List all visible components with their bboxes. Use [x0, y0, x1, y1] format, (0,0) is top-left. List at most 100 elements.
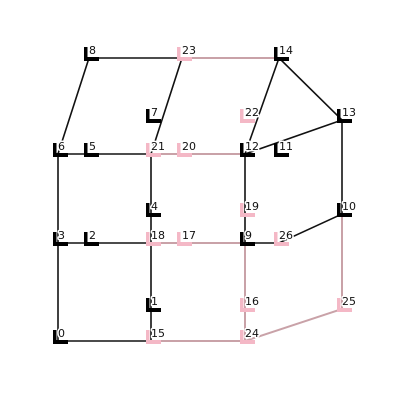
node-22: 22: [240, 105, 261, 123]
node-marker-horizontal: [84, 57, 99, 61]
node-marker-vertical: [84, 232, 88, 246]
node-marker-horizontal: [146, 340, 161, 344]
node-label: 4: [151, 200, 158, 213]
node-marker-vertical: [274, 232, 278, 246]
node-1: 1: [146, 294, 161, 312]
node-23: 23: [177, 43, 198, 61]
node-label: 18: [151, 229, 165, 242]
nodes-layer: 0123456789101112131415161718192021222324…: [53, 43, 358, 344]
edge-26-10: [277, 212, 344, 245]
node-marker-horizontal: [53, 340, 68, 344]
node-marker-horizontal: [337, 308, 352, 312]
node-marker-horizontal: [177, 57, 192, 61]
node-label: 15: [151, 327, 165, 340]
node-label: 25: [342, 295, 356, 308]
node-marker-vertical: [146, 330, 150, 344]
node-label: 19: [245, 200, 259, 213]
node-marker-vertical: [337, 203, 341, 217]
node-marker-horizontal: [84, 153, 99, 157]
node-label: 12: [245, 140, 259, 153]
node-marker-vertical: [240, 232, 244, 246]
node-marker-vertical: [53, 330, 57, 344]
node-marker-horizontal: [53, 153, 68, 157]
node-marker-vertical: [337, 298, 341, 312]
node-label: 1: [151, 295, 158, 308]
edge-24-25: [243, 307, 344, 343]
node-marker-vertical: [146, 232, 150, 246]
node-marker-horizontal: [146, 213, 161, 217]
node-4: 4: [146, 199, 161, 217]
node-14: 14: [274, 43, 295, 61]
node-marker-vertical: [146, 203, 150, 217]
node-marker-horizontal: [146, 119, 161, 123]
node-7: 7: [146, 105, 161, 123]
node-24: 24: [240, 326, 261, 344]
node-label: 24: [245, 327, 259, 340]
node-marker-horizontal: [240, 119, 255, 123]
node-label: 20: [182, 140, 196, 153]
node-label: 17: [182, 229, 196, 242]
node-label: 26: [279, 229, 293, 242]
node-marker-horizontal: [146, 308, 161, 312]
node-8: 8: [84, 43, 99, 61]
node-6: 6: [53, 139, 68, 157]
node-label: 7: [151, 106, 158, 119]
node-marker-vertical: [84, 47, 88, 61]
node-18: 18: [146, 228, 167, 246]
node-marker-horizontal: [274, 153, 289, 157]
node-label: 2: [89, 229, 96, 242]
node-marker-vertical: [240, 143, 244, 157]
node-20: 20: [177, 139, 198, 157]
node-marker-horizontal: [240, 340, 255, 344]
node-label: 21: [151, 140, 165, 153]
node-marker-horizontal: [84, 242, 99, 246]
node-marker-horizontal: [53, 242, 68, 246]
node-11: 11: [274, 139, 295, 157]
node-marker-vertical: [146, 298, 150, 312]
node-0: 0: [53, 326, 68, 344]
node-marker-vertical: [240, 330, 244, 344]
node-marker-vertical: [240, 109, 244, 123]
node-marker-vertical: [177, 232, 181, 246]
node-9: 9: [240, 228, 255, 246]
edge-14-13: [277, 56, 344, 122]
node-marker-horizontal: [146, 242, 161, 246]
node-5: 5: [84, 139, 99, 157]
node-marker-vertical: [240, 203, 244, 217]
node-marker-vertical: [177, 143, 181, 157]
node-label: 22: [245, 106, 259, 119]
node-marker-vertical: [146, 143, 150, 157]
node-marker-horizontal: [177, 153, 192, 157]
node-marker-vertical: [84, 143, 88, 157]
node-17: 17: [177, 228, 198, 246]
node-marker-horizontal: [337, 119, 352, 123]
node-marker-horizontal: [337, 213, 352, 217]
node-12: 12: [240, 139, 261, 157]
node-marker-horizontal: [240, 242, 255, 246]
node-marker-horizontal: [146, 153, 161, 157]
node-25: 25: [337, 294, 358, 312]
node-label: 14: [279, 44, 293, 57]
node-marker-vertical: [146, 109, 150, 123]
node-15: 15: [146, 326, 167, 344]
node-label: 8: [89, 44, 96, 57]
node-2: 2: [84, 228, 99, 246]
node-marker-vertical: [53, 232, 57, 246]
node-marker-horizontal: [274, 242, 289, 246]
node-marker-vertical: [337, 109, 341, 123]
node-marker-vertical: [177, 47, 181, 61]
edge-6-8: [56, 56, 91, 156]
node-label: 23: [182, 44, 196, 57]
node-label: 5: [89, 140, 96, 153]
node-label: 6: [58, 140, 65, 153]
node-label: 10: [342, 200, 356, 213]
node-label: 9: [245, 229, 252, 242]
node-marker-horizontal: [240, 213, 255, 217]
node-marker-horizontal: [177, 242, 192, 246]
edge-12-14: [243, 56, 281, 156]
node-marker-vertical: [274, 143, 278, 157]
node-label: 11: [279, 140, 293, 153]
node-marker-vertical: [240, 298, 244, 312]
